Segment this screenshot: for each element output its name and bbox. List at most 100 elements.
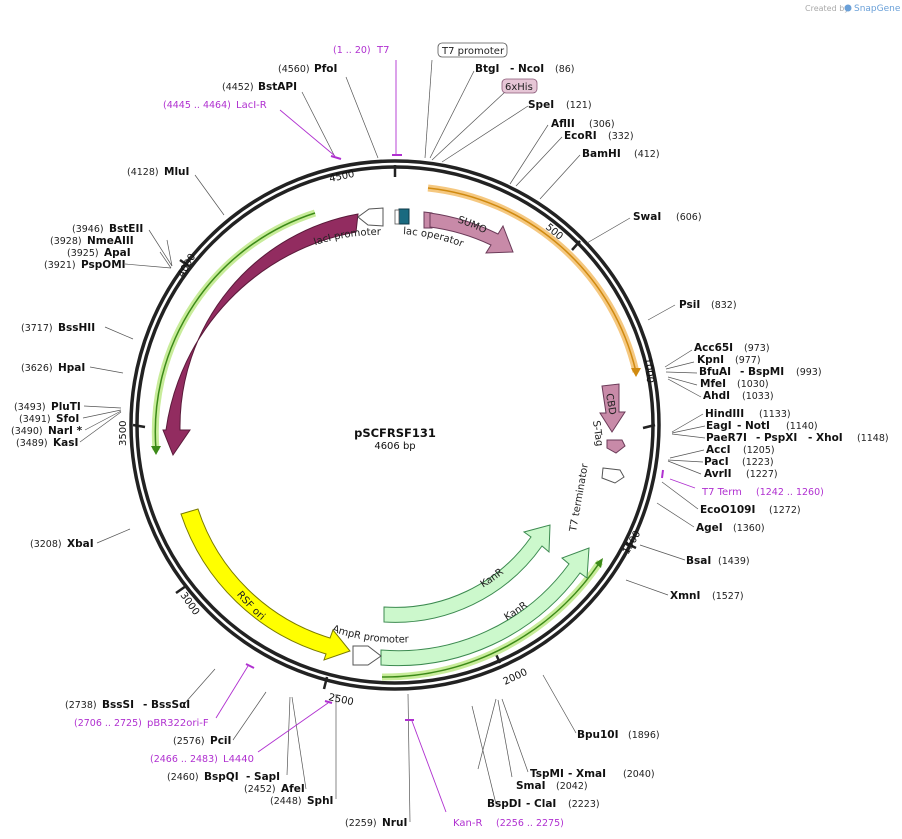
site-swai-label: SwaI <box>633 211 661 223</box>
site-sfoi-pos: (3491) <box>19 414 51 425</box>
site-aflii-label: AflII <box>551 118 575 130</box>
site-eagi-label: EagI <box>706 420 732 432</box>
site-acci-label: AccI <box>706 444 730 456</box>
site-sfoi-label: SfoI <box>56 413 79 425</box>
s-tag-arrow <box>606 439 626 454</box>
site-tspmi-pos: (2040) <box>623 769 655 780</box>
site-nmeaiii-label: NmeAIII <box>87 235 134 247</box>
t7-terminator-arrow <box>601 467 625 484</box>
site-agei-pos: (1360) <box>733 523 765 534</box>
site-avrii-label: AvrII <box>704 468 732 480</box>
orf-arc-left-core <box>154 212 316 451</box>
t7-promoter-label: T7 promoter <box>441 46 505 57</box>
site-xmni-label: XmnI <box>670 590 700 602</box>
site-noti-label: - NotI <box>737 420 770 432</box>
orf-arc-right-core <box>427 187 637 373</box>
orf-arc-left-head <box>151 446 161 455</box>
site-bsshii-pos: (3717) <box>21 323 53 334</box>
cbd-arrow <box>599 383 626 433</box>
laci-arrow <box>162 213 359 457</box>
lac-operator-box <box>398 208 410 225</box>
site-mlui-pos: (4128) <box>127 167 159 178</box>
t7-promoter-box <box>437 42 508 58</box>
site-xmai-label: - XmaI <box>568 768 606 780</box>
site-mfei-label: MfeI <box>700 378 726 390</box>
backbone-outer-ring <box>129 159 661 691</box>
site-xbai-label: XbaI <box>67 538 94 550</box>
tick-3000: 3000 <box>178 590 202 617</box>
site-nrui-label: NruI <box>382 817 407 829</box>
site-leader-lines <box>79 59 706 823</box>
site-apai-label: ApaI <box>104 247 131 259</box>
site-afei-pos: (2452) <box>244 784 276 795</box>
site-xmni-pos: (1527) <box>712 591 744 602</box>
site-ahdi-pos: (1033) <box>742 391 774 402</box>
primer-kan-r-pos: (2256 .. 2275) <box>496 818 564 829</box>
site-bfuai-pos: (993) <box>796 367 822 378</box>
site-kasi-label: KasI <box>53 437 78 449</box>
orf-arc-bottom-core <box>381 561 601 678</box>
site-mlui-label: MluI <box>164 166 189 178</box>
site-hpai-label: HpaI <box>58 362 85 374</box>
primer-markers <box>245 154 664 721</box>
site-bfuai-label: BfuAI <box>699 366 731 378</box>
site-nmeaiii-pos: (3928) <box>50 236 82 247</box>
site-bsssi-label: BssSI <box>102 699 134 711</box>
site-bsshii-label: BssHII <box>58 322 95 334</box>
primer-l4440-label: L4440 <box>223 754 254 765</box>
site-ahdi-label: AhdI <box>703 390 730 402</box>
site-nari-label: NarI * <box>48 425 83 437</box>
primer-t7-term-label: T7 Term <box>701 487 742 498</box>
site-sphi-pos: (2448) <box>270 796 302 807</box>
his6-label: 6xHis <box>505 82 533 93</box>
site-bsteii-label: BstEII <box>109 223 143 235</box>
site-aflii-pos: (306) <box>589 119 615 130</box>
site-bpu10i-pos: (1896) <box>628 730 660 741</box>
t7-terminator-label: T7 terminator <box>568 462 591 534</box>
site-bsssi-pos: (2738) <box>65 700 97 711</box>
site-hindiii-pos: (1133) <box>759 409 791 420</box>
site-hpai-pos: (3626) <box>21 363 53 374</box>
promoter-marker <box>394 209 400 225</box>
site-agei-label: AgeI <box>696 522 723 534</box>
site-paer7i-label: PaeR7I <box>706 432 747 444</box>
site-pspomi-pos: (3921) <box>44 260 76 271</box>
primer-laci-r-pos: (4445 .. 4464) <box>163 100 231 111</box>
rsf-ori-arrow <box>180 508 351 661</box>
site-btgi-label: BtgI <box>475 63 499 75</box>
site-clai-label: - ClaI <box>526 798 556 810</box>
site-bsssai-label: - BssSαI <box>143 699 190 711</box>
site-ncoi-label: - NcoI <box>510 63 544 75</box>
primer-t7-pos: (1 .. 20) <box>333 45 371 56</box>
tick-2000: 2000 <box>502 667 530 688</box>
site-afei-label: AfeI <box>281 783 305 795</box>
site-bamhi-label: BamHI <box>582 148 621 160</box>
site-eagi-pos: (1140) <box>786 421 818 432</box>
site-pluti-pos: (3493) <box>14 402 46 413</box>
laci-promoter-arrow <box>357 207 384 227</box>
site-paci-pos: (1223) <box>742 457 774 468</box>
site-kpni-pos: (977) <box>735 355 761 366</box>
site-bsteii-pos: (3946) <box>72 224 104 235</box>
site-paci-label: PacI <box>704 456 729 468</box>
orf-arc-right <box>427 184 640 373</box>
snapgene-logo-icon <box>844 4 852 12</box>
site-bspdi-label: BspDI <box>487 798 521 810</box>
plasmid-name: pSCFRSF131 <box>354 426 436 440</box>
orf-arc-bottom-head <box>595 558 603 568</box>
snapgene-brand: SnapGene <box>854 4 901 14</box>
his6-box <box>501 78 538 94</box>
site-smai-label: SmaI <box>516 780 546 792</box>
site-psii-pos: (832) <box>711 300 737 311</box>
site-hindiii-label: HindIII <box>705 408 744 420</box>
site-ecoo109i-label: EcoO109I <box>700 504 755 516</box>
site-acci-pos: (1205) <box>743 445 775 456</box>
site-avrii-pos: (1227) <box>746 469 778 480</box>
site-kasi-pos: (3489) <box>16 438 48 449</box>
site-sapi-label: - SapI <box>246 771 280 783</box>
tick-1000: 1000 <box>642 357 655 383</box>
created-by-text: Created by <box>805 4 849 13</box>
site-xbai-pos: (3208) <box>30 539 62 550</box>
site-tspmi-label: TspMI <box>530 768 564 780</box>
